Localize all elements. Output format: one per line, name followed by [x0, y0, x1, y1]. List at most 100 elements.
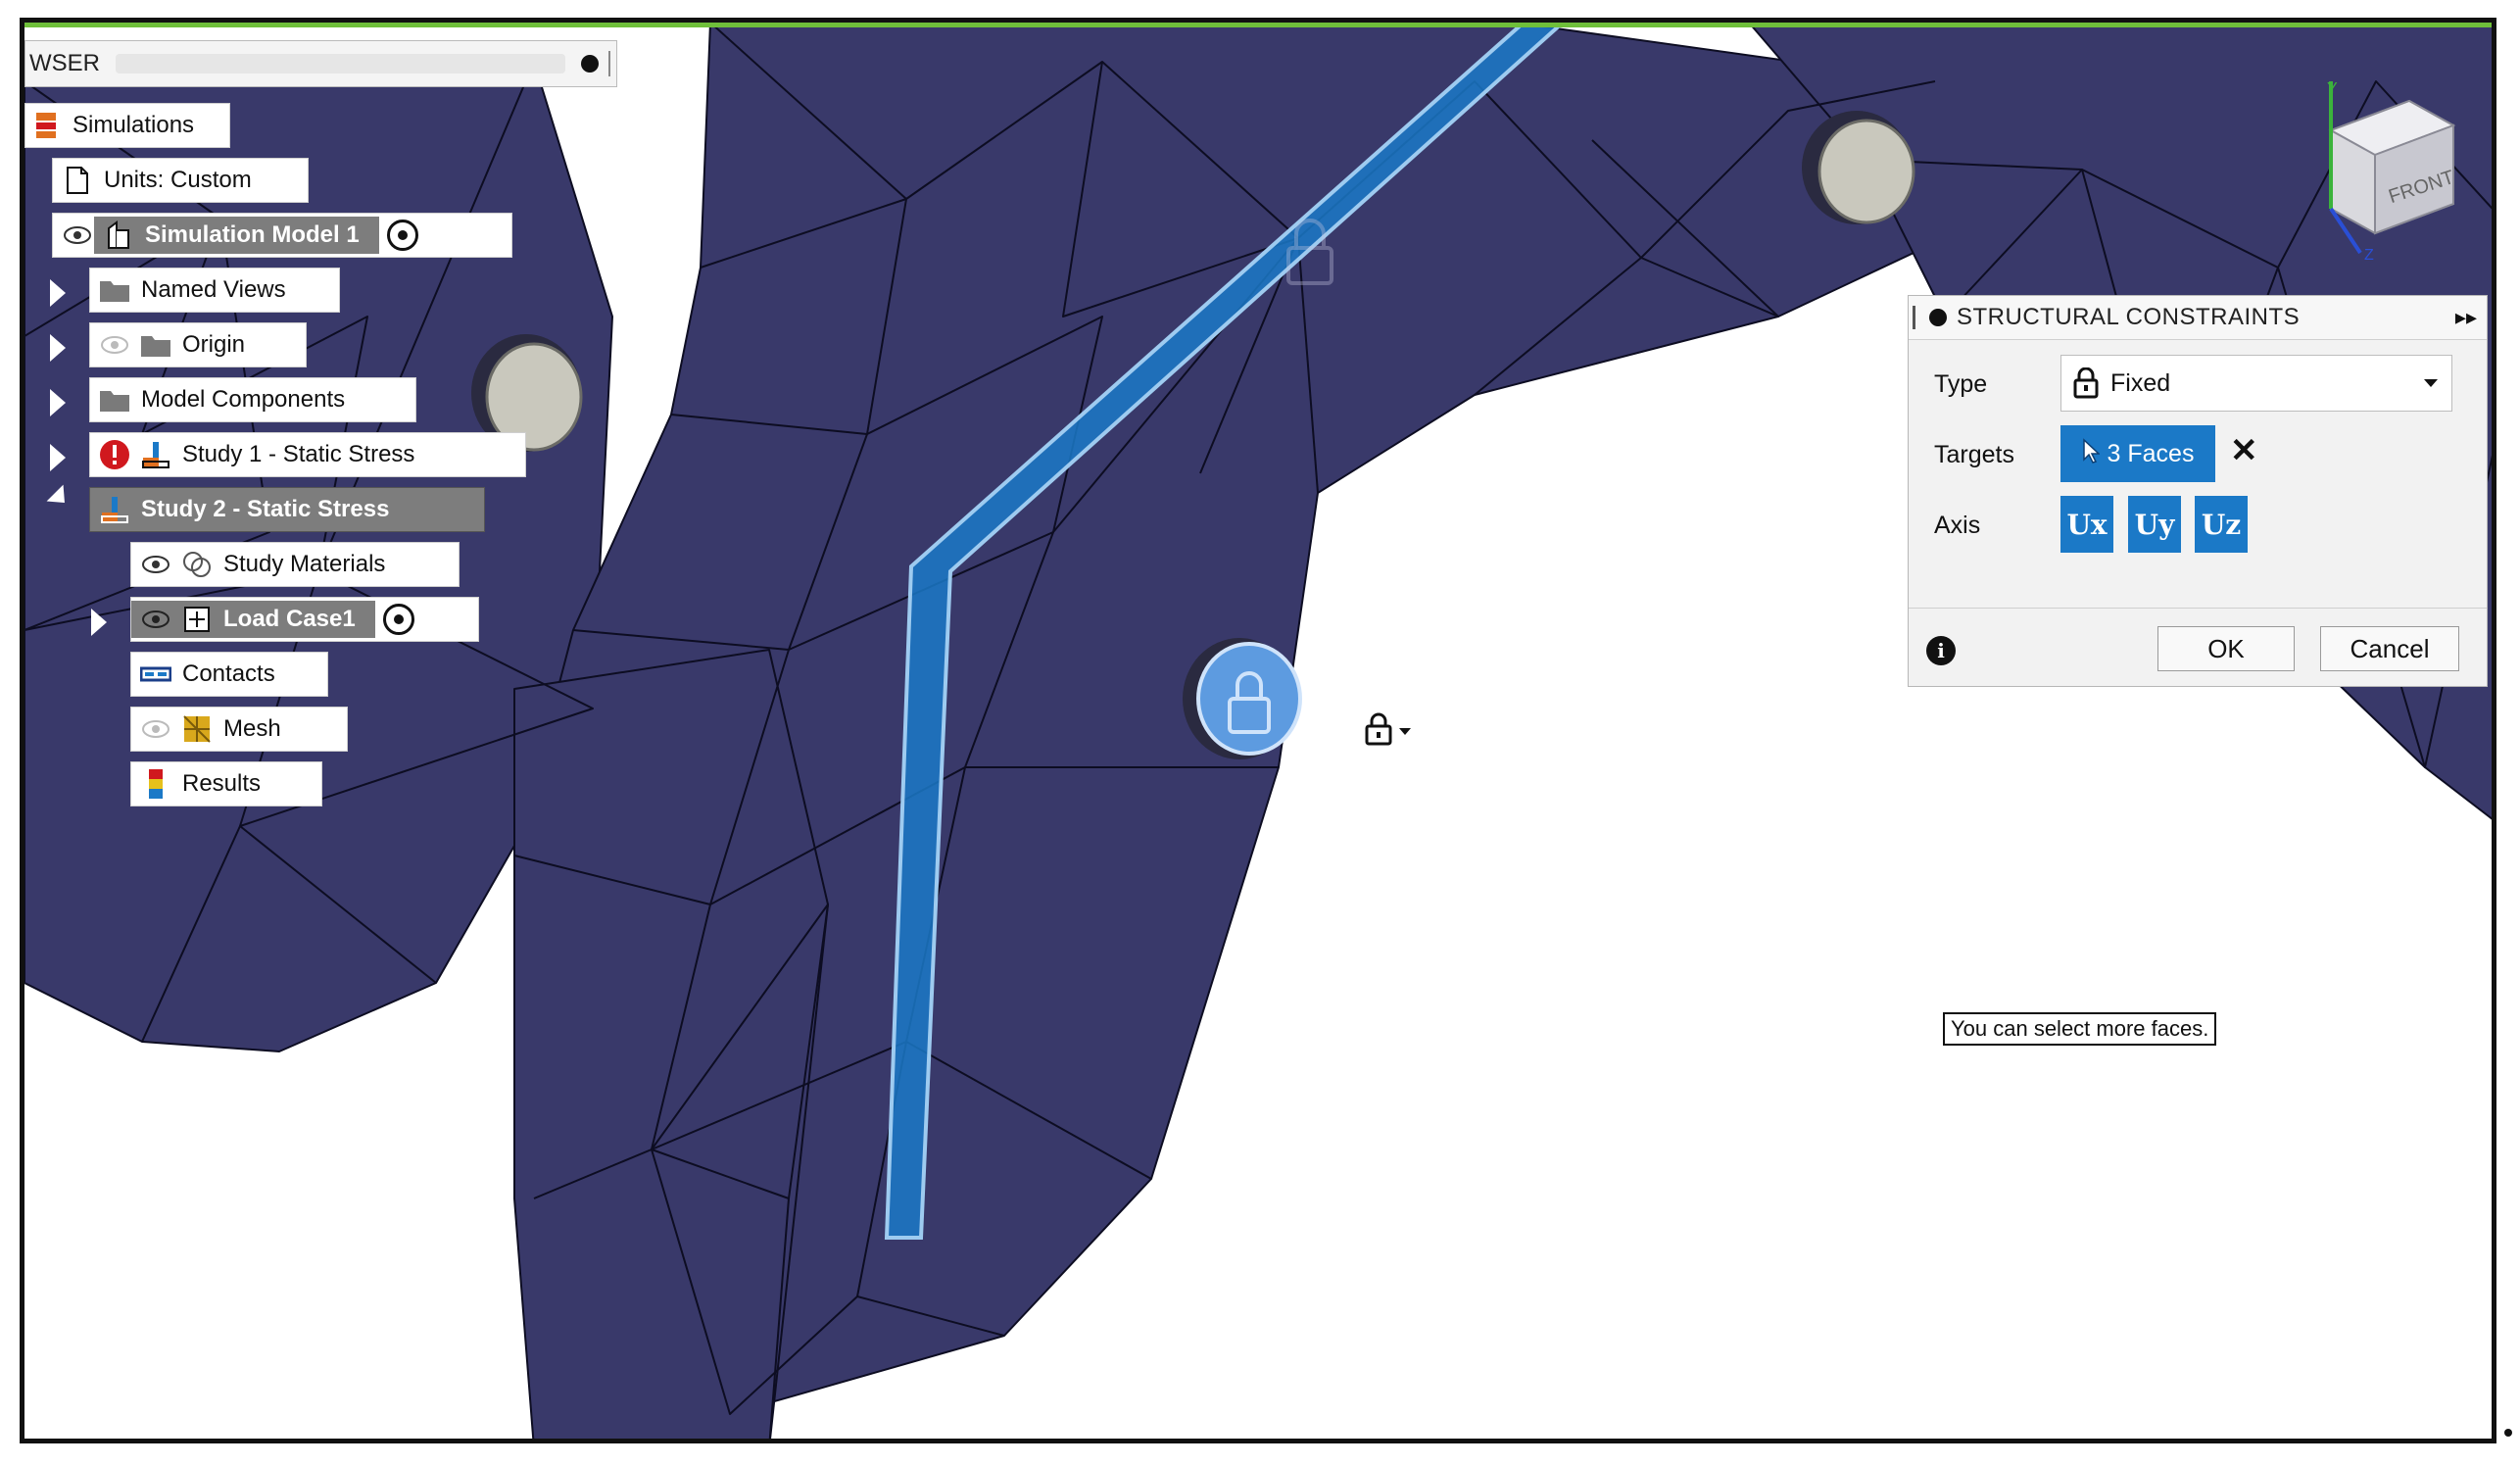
axis-label: Axis	[1934, 512, 1981, 539]
browser-node-model-components[interactable]: Model Components	[89, 377, 416, 422]
eye-hidden-icon[interactable]	[98, 328, 131, 362]
contacts-label: Contacts	[182, 660, 275, 687]
eye-icon[interactable]	[139, 603, 172, 636]
constraint-lock-dropdown[interactable]	[1333, 703, 1441, 759]
lock-icon	[1364, 712, 1393, 751]
browser-header: WSER	[24, 40, 617, 87]
browser-node-contacts[interactable]: Contacts	[130, 652, 328, 697]
expand-named-views-arrow[interactable]	[50, 279, 66, 307]
type-value: Fixed	[2110, 368, 2171, 397]
eye-hidden-icon[interactable]	[139, 712, 172, 746]
browser-header-bar	[116, 54, 565, 73]
study2-label: Study 2 - Static Stress	[141, 496, 390, 522]
info-icon[interactable]: i	[1926, 636, 1956, 665]
trailing-period-mark	[2504, 1429, 2512, 1437]
selected-faces-highlight	[884, 23, 1566, 1240]
graphics-window[interactable]: Y Z FRONT WSER Simulations Units: Custom	[20, 18, 2496, 1443]
expand-model-components-arrow[interactable]	[50, 389, 66, 416]
contacts-icon	[139, 658, 172, 691]
type-label: Type	[1934, 370, 1988, 398]
structural-constraints-dialog: STRUCTURAL CONSTRAINTS ▸▸ Type Fixed Tar…	[1908, 295, 2488, 687]
browser-node-units[interactable]: Units: Custom	[52, 158, 309, 203]
expand-load-case-arrow[interactable]	[91, 609, 107, 636]
units-label: Units: Custom	[104, 167, 252, 193]
cancel-button[interactable]: Cancel	[2320, 626, 2459, 671]
expand-study1-arrow[interactable]	[50, 444, 66, 471]
browser-pin-icon[interactable]	[581, 55, 599, 73]
browser-node-named-views[interactable]: Named Views	[89, 268, 340, 313]
targets-label: Targets	[1934, 441, 2014, 468]
clear-selection-icon[interactable]: ✕	[2230, 432, 2258, 469]
browser-node-mesh[interactable]: Mesh	[130, 707, 348, 752]
chevron-down-icon	[2424, 379, 2438, 387]
viewcube-y-axis: Y	[2327, 80, 2338, 97]
pin-left	[471, 334, 583, 452]
materials-icon	[180, 548, 214, 581]
activate-target-icon[interactable]	[386, 220, 418, 251]
study1-label: Study 1 - Static Stress	[182, 441, 415, 467]
load-case-label: Load Case1	[223, 606, 356, 632]
browser-node-load-case[interactable]: Load Case1	[130, 597, 479, 642]
dialog-grip-handle[interactable]	[1913, 306, 1915, 329]
study-materials-label: Study Materials	[223, 551, 386, 577]
activate-target-icon[interactable]	[382, 604, 414, 635]
axis-ux-toggle[interactable]: Ux	[2060, 496, 2113, 553]
axis-uy-toggle[interactable]: Uy	[2128, 496, 2181, 553]
selection-hint: You can select more faces.	[1943, 1012, 2217, 1046]
mesh-lower-leg	[513, 649, 829, 1439]
eye-icon[interactable]	[139, 548, 172, 581]
mesh-label: Mesh	[223, 715, 281, 742]
model-components-label: Model Components	[141, 386, 346, 413]
axis-uz-toggle[interactable]: Uz	[2195, 496, 2248, 553]
browser-header-separator	[608, 51, 610, 76]
error-icon	[98, 438, 131, 471]
eye-icon[interactable]	[61, 219, 94, 252]
chevron-down-icon	[1399, 727, 1411, 735]
results-label: Results	[182, 770, 262, 797]
simulation-model-label: Simulation Model 1	[145, 221, 360, 248]
folder-icon	[98, 273, 131, 307]
dialog-status-icon	[1929, 309, 1947, 326]
document-icon	[61, 164, 94, 197]
folder-icon	[139, 328, 172, 362]
named-views-label: Named Views	[141, 276, 286, 303]
browser-node-study-materials[interactable]: Study Materials	[130, 542, 460, 587]
lock-icon	[2069, 366, 2103, 400]
viewcube[interactable]: Y Z FRONT	[2282, 72, 2468, 268]
faint-lock-glyph	[1286, 219, 1333, 285]
type-dropdown[interactable]: Fixed	[2060, 355, 2452, 412]
results-icon	[139, 767, 172, 801]
browser-node-origin[interactable]: Origin	[89, 322, 307, 367]
targets-select-button[interactable]: 3 Faces	[2060, 425, 2215, 482]
mesh-icon	[180, 712, 214, 746]
browser-panel: WSER Simulations Units: Custom	[24, 23, 710, 904]
dialog-header[interactable]: STRUCTURAL CONSTRAINTS ▸▸	[1909, 296, 2487, 340]
browser-node-simulation-model[interactable]: Simulation Model 1	[52, 213, 512, 258]
targets-value: 3 Faces	[2107, 439, 2195, 467]
simulations-icon	[29, 109, 63, 142]
dialog-title: STRUCTURAL CONSTRAINTS	[1957, 304, 2301, 330]
dialog-footer: i OK Cancel	[1909, 608, 2487, 689]
folder-icon	[98, 383, 131, 416]
simulation-model-highlight: Simulation Model 1	[94, 217, 379, 254]
browser-title: WSER	[29, 50, 100, 76]
simulations-label: Simulations	[73, 112, 195, 138]
viewcube-z-axis: Z	[2364, 247, 2374, 264]
browser-node-results[interactable]: Results	[130, 761, 322, 806]
constraint-lock-glyph	[1183, 638, 1302, 759]
browser-node-study2[interactable]: Study 2 - Static Stress	[89, 487, 485, 532]
browser-node-simulations[interactable]: Simulations	[24, 103, 230, 148]
expand-origin-arrow[interactable]	[50, 334, 66, 362]
collapse-study2-arrow[interactable]	[46, 484, 73, 512]
static-stress-study-icon	[98, 493, 131, 526]
ok-button[interactable]: OK	[2157, 626, 2295, 671]
origin-label: Origin	[182, 331, 246, 358]
canvas-top-accent	[24, 23, 2492, 27]
static-stress-study-icon	[139, 438, 172, 471]
load-case-icon	[180, 603, 214, 636]
browser-node-study1[interactable]: Study 1 - Static Stress	[89, 432, 526, 477]
simulation-model-icon	[102, 219, 135, 252]
fast-forward-icon[interactable]: ▸▸	[2454, 305, 2477, 329]
cursor-arrow-icon	[2082, 437, 2101, 470]
load-case-highlight: Load Case1	[131, 601, 375, 638]
